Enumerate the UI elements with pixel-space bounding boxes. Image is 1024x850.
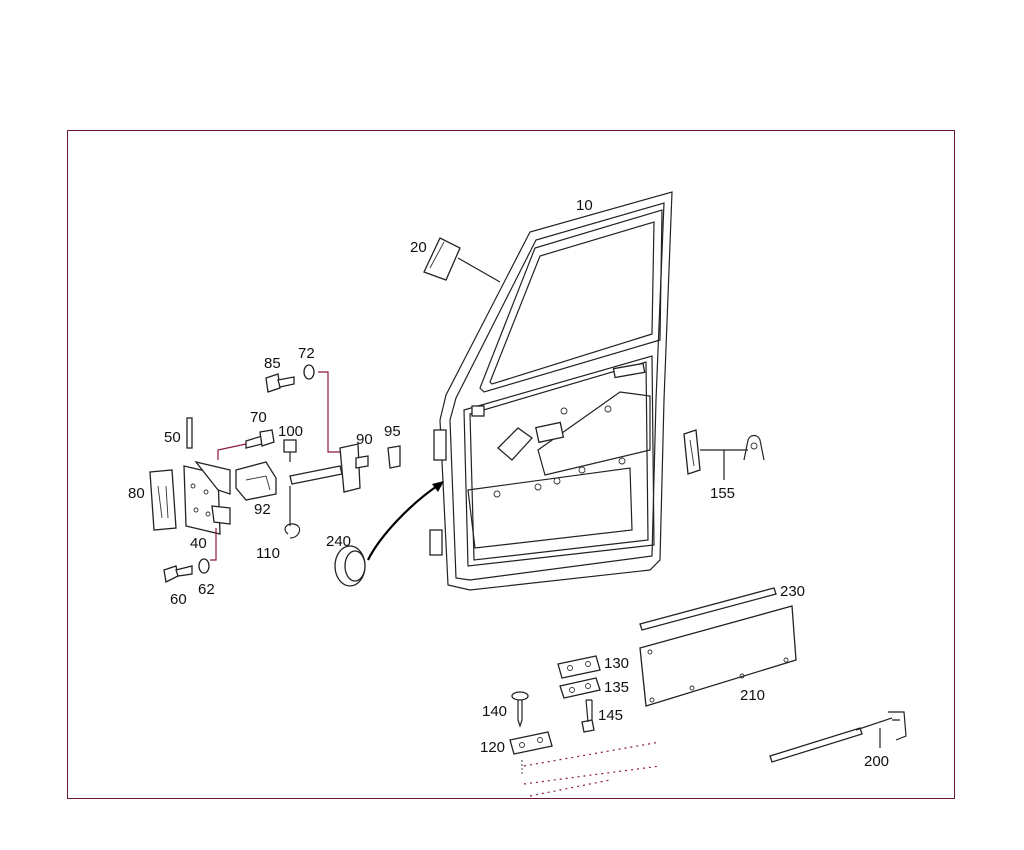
part-labels: 10 20 85 72 70 100 90 95 50 80 92 40 110… <box>128 197 889 770</box>
label-135: 135 <box>604 679 629 696</box>
label-100: 100 <box>278 423 303 440</box>
label-95: 95 <box>384 423 401 440</box>
label-10: 10 <box>576 197 593 214</box>
diagram-frame <box>67 130 955 799</box>
label-200: 200 <box>864 753 889 770</box>
label-110: 110 <box>256 545 280 562</box>
label-60: 60 <box>170 591 187 608</box>
label-210: 210 <box>740 687 765 704</box>
part-200-rod <box>769 711 907 763</box>
part-210-panel <box>639 605 797 707</box>
label-40: 40 <box>190 535 207 552</box>
label-120: 120 <box>480 739 505 756</box>
label-70: 70 <box>250 409 267 426</box>
door-shell <box>429 191 673 591</box>
part-230-strip <box>639 587 777 631</box>
label-92: 92 <box>254 501 271 518</box>
part-240-grommet <box>334 481 444 587</box>
label-85: 85 <box>264 355 281 372</box>
label-20: 20 <box>410 239 427 256</box>
label-72: 72 <box>298 345 315 362</box>
part-155-seal <box>683 429 765 480</box>
check-strap-assembly <box>235 364 369 539</box>
label-90: 90 <box>356 431 373 448</box>
label-80: 80 <box>128 485 145 502</box>
label-230: 230 <box>780 583 805 600</box>
label-155: 155 <box>710 485 735 502</box>
label-240: 240 <box>326 533 351 550</box>
small-hardware <box>509 655 661 797</box>
label-130: 130 <box>604 655 629 672</box>
hinge-assembly <box>149 417 275 583</box>
label-140: 140 <box>482 703 507 720</box>
label-145: 145 <box>598 707 623 724</box>
label-62: 62 <box>198 581 215 598</box>
part-95-pad <box>387 445 401 469</box>
part-20-bumper <box>423 237 501 283</box>
label-50: 50 <box>164 429 181 446</box>
